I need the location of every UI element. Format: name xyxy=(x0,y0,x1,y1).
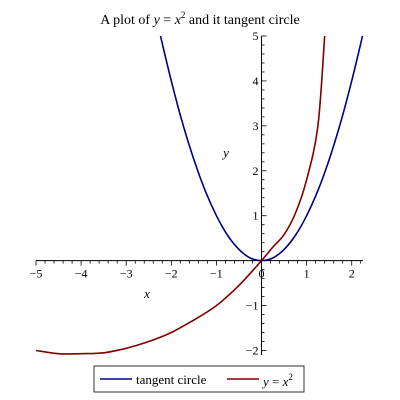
y-axis-label: y xyxy=(221,145,229,160)
legend-var: y xyxy=(261,374,269,389)
legend-exp: 2 xyxy=(288,372,293,382)
y-tick-label: 3 xyxy=(253,119,259,133)
title-exp: 2 xyxy=(181,10,186,20)
title-suffix: and it tangent circle xyxy=(185,13,299,28)
axes xyxy=(36,36,363,355)
chart-title-text: A plot of y = x2 and it tangent circle xyxy=(100,10,299,28)
x-tick-label: −3 xyxy=(120,267,133,281)
x-tick-label: −1 xyxy=(210,267,223,281)
y-tick-label: −1 xyxy=(246,299,259,313)
series-line-parabola xyxy=(35,35,326,355)
x-tick-label: −4 xyxy=(75,267,88,281)
y-tick-label: 1 xyxy=(253,209,259,223)
axis-ticks: −5 −4 −3 −2 −1 0 1 2 −2 −1 1 2 3 4 5 xyxy=(30,29,362,358)
y-tick-label: 5 xyxy=(253,29,259,43)
x-tick-label: −5 xyxy=(30,267,43,281)
legend-eq: = xyxy=(269,374,283,389)
legend-label-parabola: y = x2 xyxy=(261,372,293,389)
title-eq: = xyxy=(160,13,175,28)
y-tick-label: −2 xyxy=(246,344,259,358)
chart-title: A plot of y = x2 and it tangent circle xyxy=(100,10,299,28)
legend-base: x xyxy=(282,374,289,389)
x-tick-label: 2 xyxy=(349,267,355,281)
legend: tangent circle y = x2 xyxy=(93,365,305,393)
title-base: x xyxy=(174,13,182,28)
series-group xyxy=(35,35,364,355)
x-axis-label: x xyxy=(143,286,150,301)
y-tick-label: 4 xyxy=(253,74,259,88)
title-prefix: A plot of xyxy=(100,13,153,28)
x-tick-label: 0 xyxy=(259,267,265,281)
legend-label-tangent-circle: tangent circle xyxy=(136,372,207,387)
x-tick-label: −2 xyxy=(165,267,178,281)
x-tick-label: 1 xyxy=(304,267,310,281)
title-var: y xyxy=(152,13,161,28)
y-tick-label: 2 xyxy=(253,164,259,178)
